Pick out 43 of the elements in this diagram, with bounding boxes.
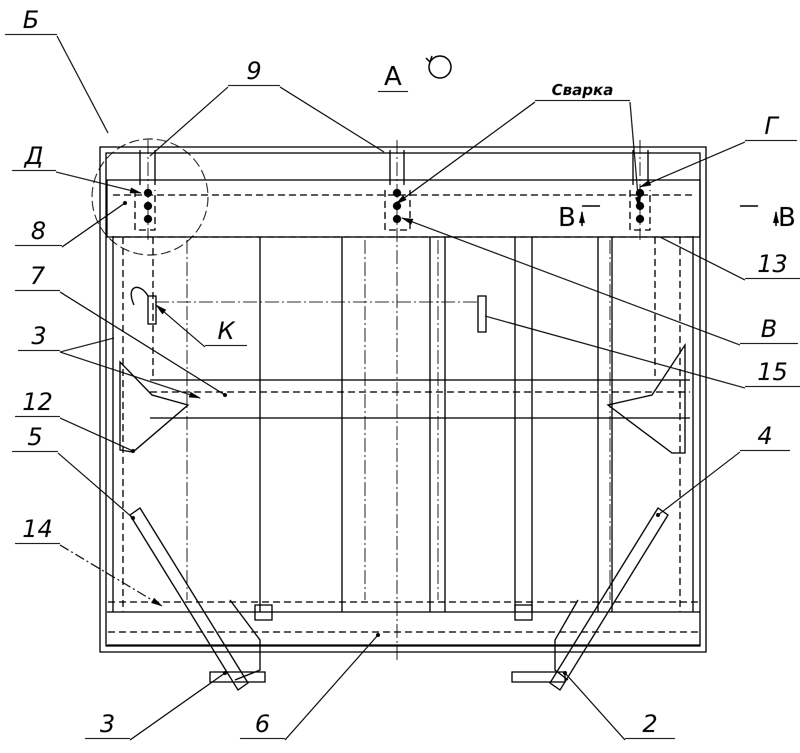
section-label: В [778,204,796,232]
callout-number: 12 [15,388,60,417]
leader-line [60,337,114,353]
callout-number: К [205,317,247,346]
leader-line [284,633,380,740]
leader-line [401,217,740,346]
callout-number: Д [12,142,56,171]
callout-number: 15 [745,358,800,387]
leader-line [639,142,746,188]
view-label: А [378,63,408,92]
leader-line [60,418,135,453]
callout-number: 13 [745,250,800,279]
callout-number: 9 [228,57,280,86]
callout-number: 5 [12,423,58,452]
section-label: В [558,204,576,232]
leader-line [60,351,201,399]
callout-number: 14 [15,515,60,544]
leader-line [60,544,163,607]
leader-line [280,86,384,152]
leader-line [58,452,135,520]
leader-line [656,452,740,517]
leader-line [563,671,626,740]
leader-line [130,671,227,740]
callout-number: Б [5,6,57,35]
leader-line [62,201,127,248]
callout-number: 7 [15,262,60,291]
leader-line [484,315,746,389]
leader-line [56,36,108,134]
callout-number: Г [745,112,797,141]
leader-line [56,171,142,194]
leader-line [60,292,227,397]
callout-number: 6 [240,710,285,739]
callout-number: 8 [15,217,62,246]
leader-line [155,304,206,348]
callout-number: 4 [740,422,790,451]
callout-number: В [740,315,798,344]
callout-number: 3 [85,710,130,739]
callout-number: 3 [18,322,60,351]
weld-note: Сварка [535,80,630,101]
leader-line [150,86,228,156]
leader-line [660,236,746,280]
callout-number: 2 [625,710,675,739]
leader-line [395,102,536,205]
